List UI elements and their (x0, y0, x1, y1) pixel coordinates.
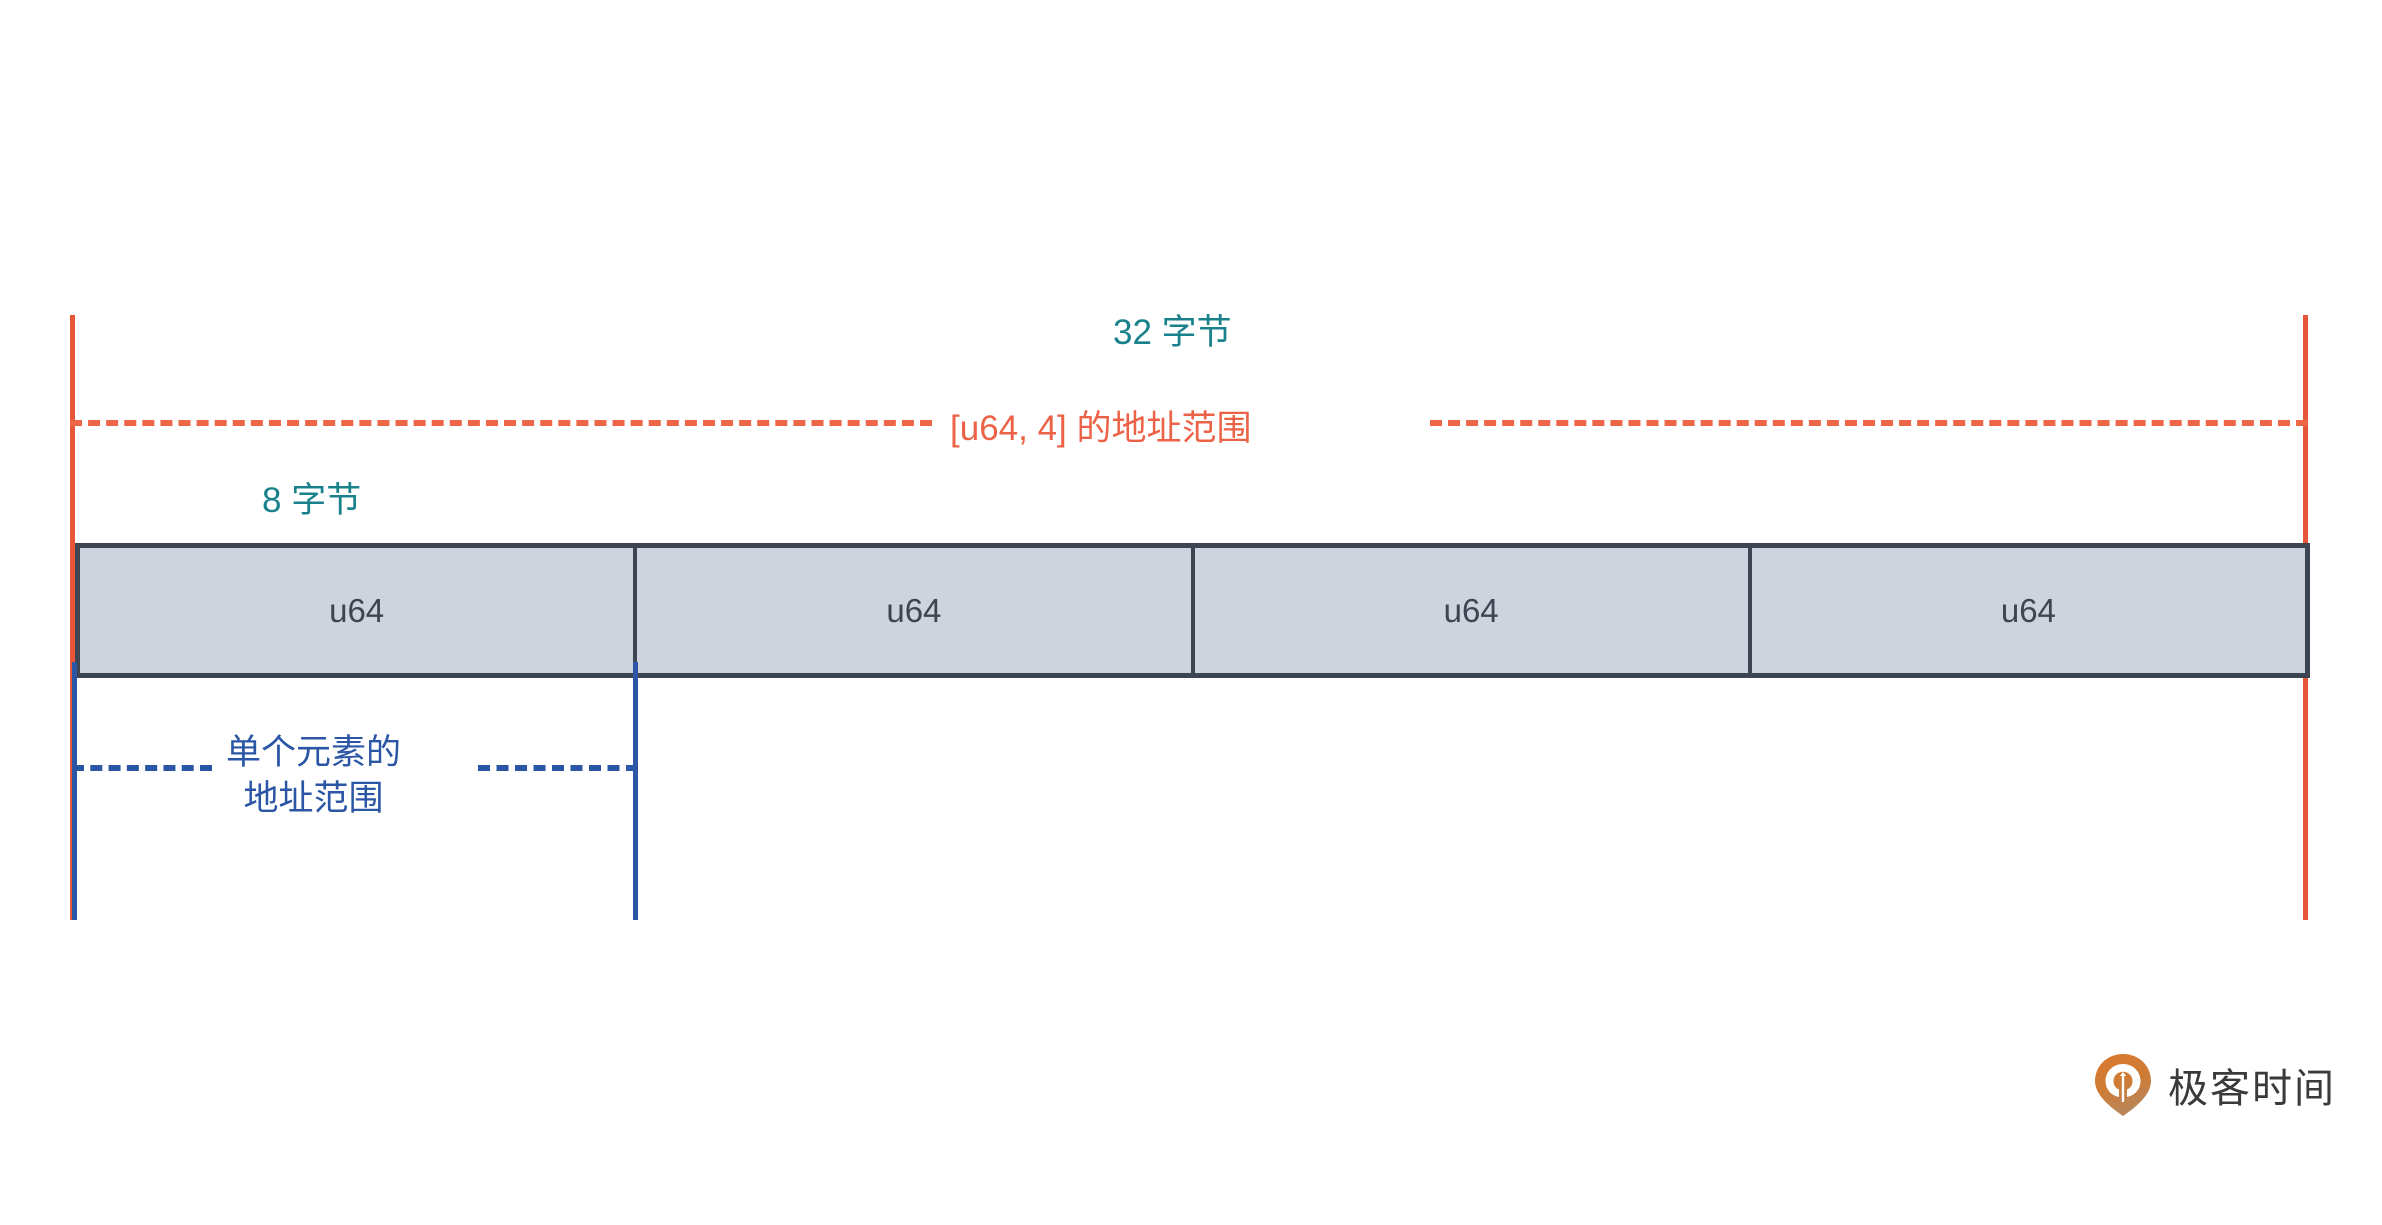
array-range-dashed-left (70, 420, 932, 426)
array-range-dashed-right (1430, 420, 2308, 426)
table-cell: u64 (637, 548, 1195, 673)
table-cell: u64 (1751, 548, 2305, 673)
table-cell: u64 (1194, 548, 1752, 673)
element-range-left-rule (72, 662, 77, 920)
element-size-label: 8 字节 (262, 481, 362, 520)
brand-watermark: 极客时间 (2092, 1052, 2336, 1118)
element-range-dashed-right (478, 765, 638, 771)
element-range-dashed-left (72, 765, 212, 771)
table-cell: u64 (80, 548, 638, 673)
array-range-label: [u64, 4] 的地址范围 (950, 409, 1252, 448)
element-range-label-line1: 单个元素的 (226, 733, 402, 772)
element-range-right-rule (633, 662, 638, 920)
geek-time-pin-logo-icon (2095, 1054, 2151, 1116)
brand-name: 极客时间 (2168, 1066, 2336, 1112)
memory-layout-table: u64 u64 u64 u64 (75, 543, 2310, 678)
element-range-label: 单个元素的 地址范围 (226, 730, 401, 822)
array-range-left-rule (70, 315, 75, 920)
total-size-label: 32 字节 (1113, 313, 1232, 352)
element-range-label-line2: 地址范围 (243, 779, 384, 819)
